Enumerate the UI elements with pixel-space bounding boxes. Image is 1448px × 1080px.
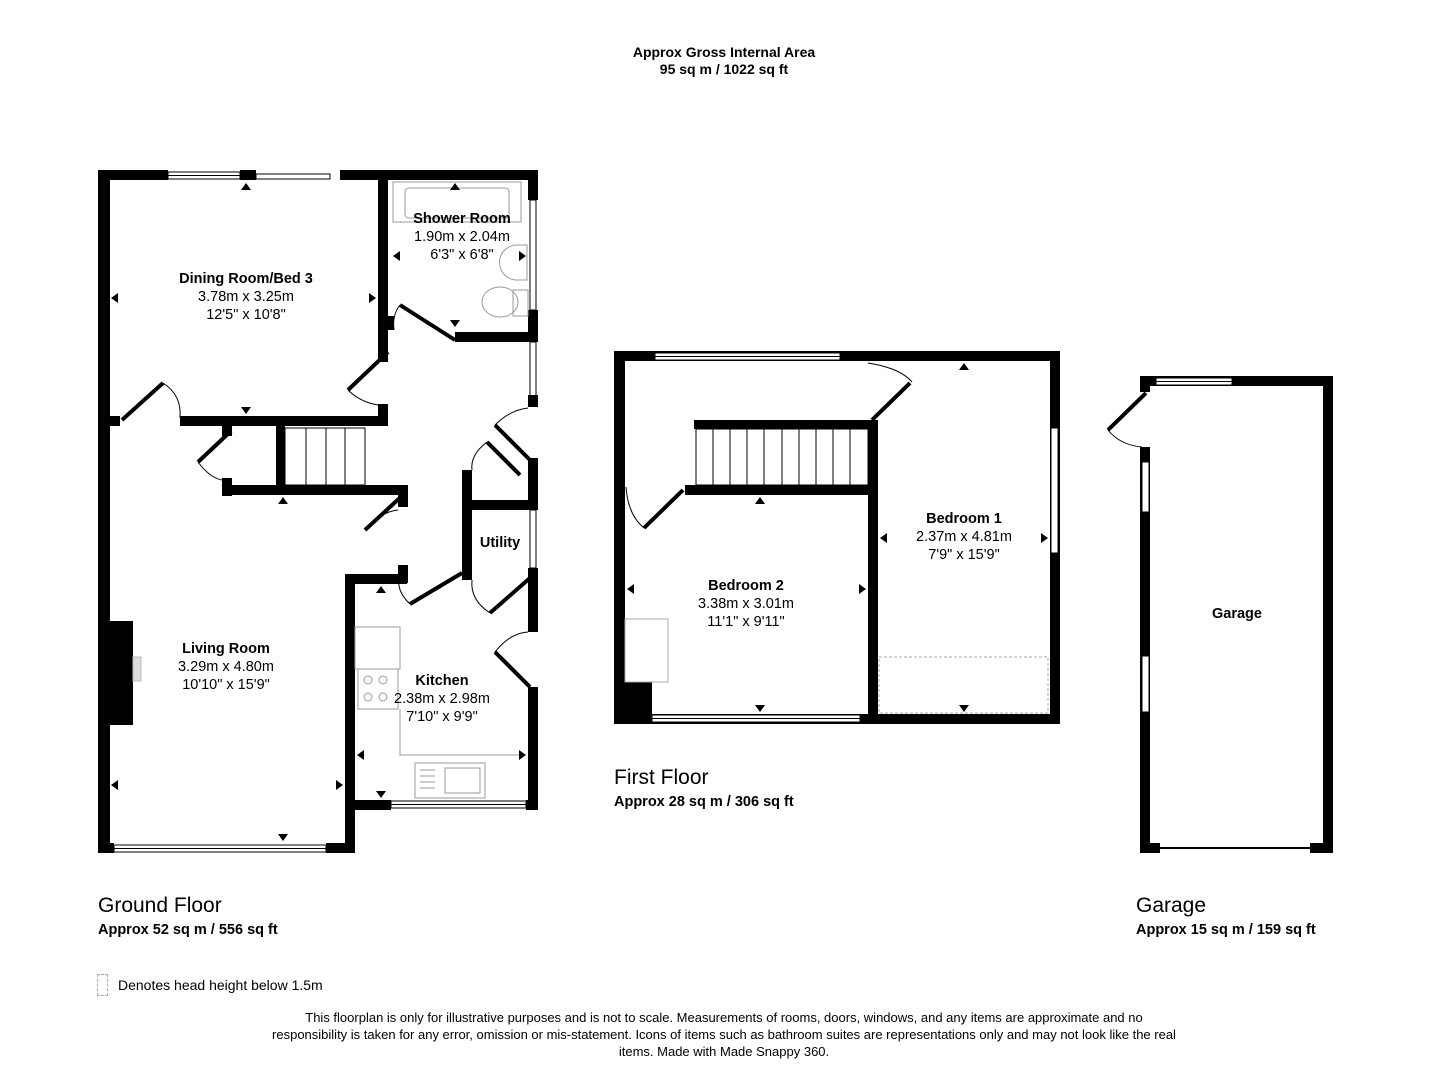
room-utility: Utility — [479, 535, 521, 551]
room-living-room: Living Room 3.29m x 4.80m 10'10" x 15'9" — [178, 641, 274, 693]
garage-area: Approx 15 sq m / 159 sq ft — [1136, 922, 1316, 938]
first-floor-caption: First Floor Approx 28 sq m / 306 sq ft — [614, 766, 794, 811]
first-floor-plan — [614, 351, 1060, 724]
gross-internal-area-header: Approx Gross Internal Area 95 sq m / 102… — [0, 44, 1448, 78]
bath-icon — [392, 181, 522, 223]
hob-icon — [357, 668, 399, 710]
ground-floor-door-arcs — [162, 304, 529, 653]
room-garage: Garage — [1212, 606, 1262, 622]
ground-floor-title: Ground Floor — [98, 894, 222, 917]
ground-floor-plan — [98, 170, 538, 853]
first-floor-door-arcs — [625, 362, 913, 529]
garage-plan — [1140, 376, 1333, 853]
sink-icon — [414, 762, 486, 799]
ground-floor-area: Approx 52 sq m / 556 sq ft — [98, 922, 278, 938]
first-floor-doors — [642, 381, 912, 530]
wardrobe-icon — [624, 618, 669, 683]
garage-caption: Garage Approx 15 sq m / 159 sq ft — [1136, 894, 1316, 939]
ground-floor-doors — [120, 303, 532, 689]
gross-area-value: 95 sq m / 1022 sq ft — [659, 61, 789, 77]
garage-door — [1106, 391, 1148, 448]
ground-floor-measurement-arrows — [111, 183, 526, 841]
ground-floor-fixtures — [354, 181, 529, 799]
legend-text: Denotes head height below 1.5m — [118, 977, 323, 993]
first-floor-title: First Floor — [614, 766, 709, 789]
room-dining-room: Dining Room/Bed 3 3.78m x 3.25m 12'5" x … — [179, 271, 313, 323]
worktop — [354, 626, 401, 670]
disclaimer: This floorplan is only for illustrative … — [272, 1010, 1176, 1059]
first-floor-fixtures — [624, 618, 1049, 714]
toilet-icon — [481, 286, 519, 318]
room-bedroom-1: Bedroom 1 2.37m x 4.81m 7'9" x 15'9" — [916, 511, 1012, 563]
gross-area-title: Approx Gross Internal Area — [632, 44, 816, 60]
first-floor-area: Approx 28 sq m / 306 sq ft — [614, 794, 794, 810]
room-bedroom-2: Bedroom 2 3.38m x 3.01m 11'1" x 9'11" — [698, 578, 794, 630]
ground-floor-caption: Ground Floor Approx 52 sq m / 556 sq ft — [98, 894, 278, 939]
garage-title: Garage — [1136, 894, 1207, 917]
low-head-height-area — [878, 656, 1049, 714]
basin-icon — [499, 244, 528, 281]
legend: Denotes head height below 1.5m — [97, 974, 323, 996]
dashed-box-icon — [97, 974, 108, 996]
room-shower-room: Shower Room 1.90m x 2.04m 6'3" x 6'8" — [413, 211, 511, 263]
first-floor-measurement-arrows — [627, 363, 1048, 712]
room-kitchen: Kitchen 2.38m x 2.98m 7'10" x 9'9" — [394, 673, 490, 725]
